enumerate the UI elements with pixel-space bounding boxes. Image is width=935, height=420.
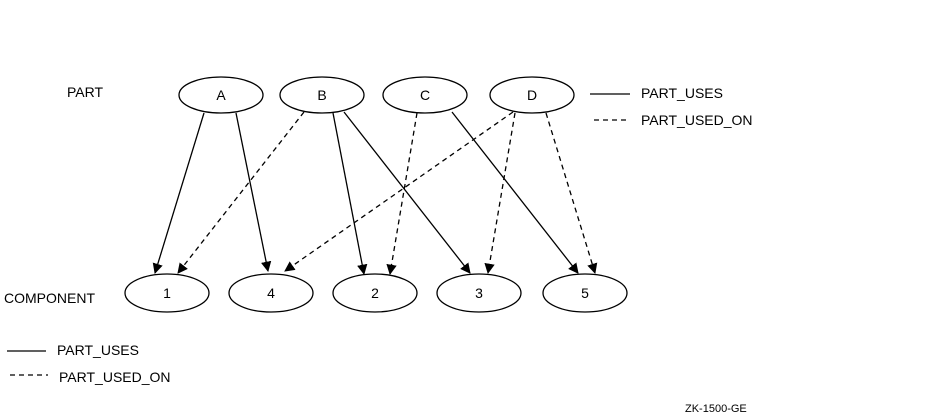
edge-b-3-part-uses — [343, 111, 471, 274]
legend-top: PART_USES PART_USED_ON — [590, 85, 753, 128]
edge-b-1-part-used-on — [177, 111, 305, 274]
component-row-label: COMPONENT — [4, 290, 95, 306]
edge-c-5-part-uses — [451, 111, 579, 274]
part-node-d: D — [489, 76, 575, 114]
edge-c-2-part-used-on — [386, 112, 418, 276]
edge-a-1-part-uses — [152, 112, 205, 274]
legend-bottom-solid-label: PART_USES — [57, 342, 139, 358]
component-node-3-label: 3 — [475, 285, 483, 301]
legend-bottom-dashed-label: PART_USED_ON — [59, 369, 171, 385]
part-node-d-label: D — [527, 87, 537, 103]
part-node-c: C — [382, 76, 468, 114]
part-node-a: A — [178, 76, 264, 114]
component-node-5: 5 — [542, 273, 628, 313]
component-node-1-label: 1 — [163, 285, 171, 301]
edge-b-2-part-uses — [332, 112, 368, 276]
edges-group — [152, 111, 598, 276]
component-node-2: 2 — [332, 273, 418, 313]
legend-top-dashed-label: PART_USED_ON — [641, 112, 753, 128]
edge-a-4-part-uses — [235, 112, 272, 273]
part-node-c-label: C — [420, 87, 430, 103]
component-nodes: 1 4 2 3 5 — [124, 273, 628, 313]
component-node-3: 3 — [436, 273, 522, 313]
edge-d-5-part-used-on — [545, 112, 598, 274]
part-node-b: B — [279, 76, 365, 114]
part-node-a-label: A — [216, 87, 226, 103]
component-node-2-label: 2 — [371, 285, 379, 301]
figure-id: ZK-1500-GE — [685, 403, 747, 415]
part-nodes: A B C D — [178, 76, 575, 114]
part-row-label: PART — [67, 84, 103, 100]
component-node-4: 4 — [228, 273, 314, 313]
component-node-4-label: 4 — [267, 285, 275, 301]
part-node-b-label: B — [317, 87, 326, 103]
component-node-5-label: 5 — [581, 285, 589, 301]
edge-d-3-part-used-on — [484, 112, 516, 275]
legend-top-solid-label: PART_USES — [641, 85, 723, 101]
component-node-1: 1 — [124, 273, 210, 313]
legend-bottom: PART_USES PART_USED_ON — [7, 342, 171, 385]
edge-d-4-part-used-on — [284, 111, 514, 272]
